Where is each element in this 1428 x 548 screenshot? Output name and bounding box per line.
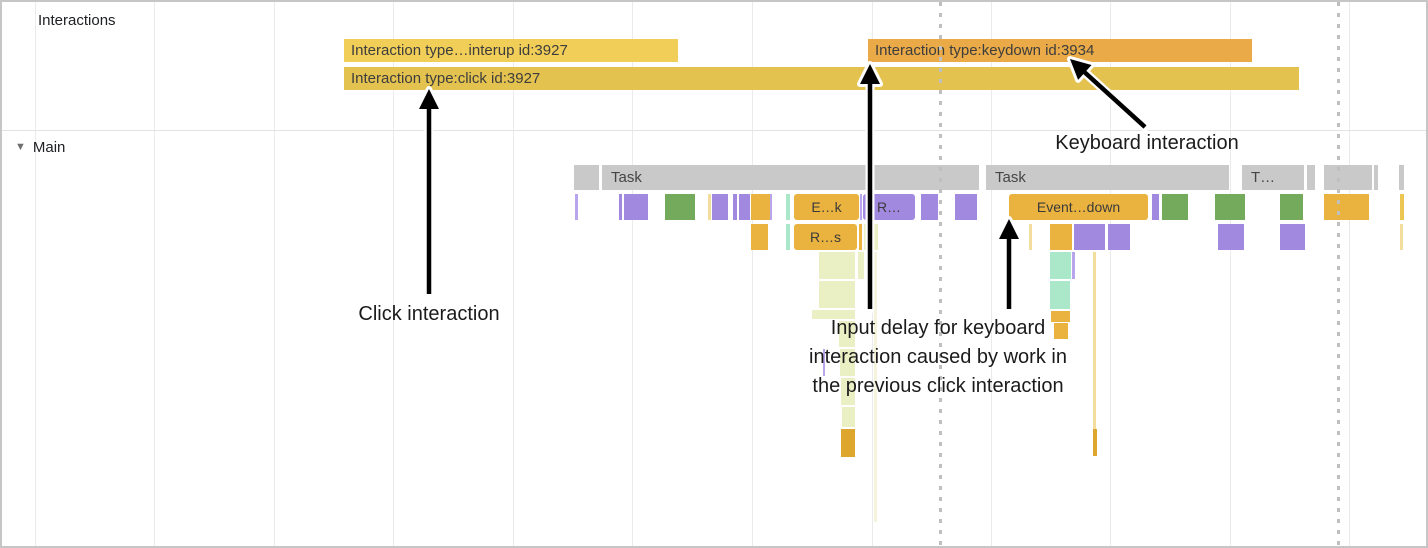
interaction-bar-pointerup-label: Interaction type…interup id:3927 (351, 42, 568, 59)
flame-bar[interactable] (858, 252, 864, 279)
grid-line (752, 2, 753, 546)
grid-line (35, 2, 36, 546)
flame-bar[interactable] (1400, 194, 1404, 220)
task-bar-task[interactable]: Task (986, 165, 1229, 190)
flame-bar-label: R… (876, 199, 902, 215)
annotation-input-delay: Input delay for keyboard interaction cau… (809, 317, 1067, 397)
flame-bar[interactable] (1324, 194, 1369, 220)
flame-bar-event-down[interactable]: Event…down (1009, 194, 1148, 220)
task-bar-task[interactable]: Task (602, 165, 979, 190)
flame-bar[interactable] (1050, 224, 1072, 250)
flame-bar[interactable] (842, 407, 855, 427)
flame-bar[interactable] (921, 194, 938, 220)
flame-bar[interactable] (955, 194, 977, 220)
flame-bar[interactable] (786, 224, 790, 250)
grid-line (1110, 2, 1111, 546)
flame-bar[interactable] (1400, 224, 1403, 250)
grid-line (393, 2, 394, 546)
flame-bar[interactable] (770, 194, 772, 220)
flame-bar[interactable] (665, 194, 695, 220)
flame-bar[interactable] (873, 224, 878, 250)
flame-bar[interactable] (1280, 194, 1303, 220)
task-bar[interactable] (1374, 165, 1378, 190)
track-divider (2, 130, 1426, 131)
flame-bar[interactable] (819, 252, 855, 279)
flame-bar[interactable] (1054, 323, 1068, 339)
flame-bar[interactable] (1152, 194, 1159, 220)
flame-bar[interactable] (1280, 224, 1305, 250)
flame-bar[interactable] (751, 194, 770, 220)
flame-bar-r-s[interactable]: R…s (794, 224, 857, 250)
task-bar-label: Task (611, 169, 642, 186)
flame-bar[interactable] (1050, 252, 1071, 279)
flame-bar[interactable] (712, 194, 728, 220)
interaction-bar-keydown[interactable]: Interaction type:keydown id:3934 (868, 39, 1252, 62)
grid-line (274, 2, 275, 546)
flame-bar[interactable] (840, 349, 855, 376)
marker-dotted-line (1337, 2, 1340, 546)
flame-bar[interactable] (841, 429, 855, 457)
flame-bar[interactable] (819, 281, 855, 308)
flame-bar[interactable] (841, 378, 855, 405)
flame-bar[interactable] (624, 194, 648, 220)
flame-bar[interactable] (1074, 224, 1105, 250)
flame-bar[interactable] (860, 194, 862, 220)
grid-line (1230, 2, 1231, 546)
grid-line (1349, 2, 1350, 546)
flame-bar[interactable] (1029, 224, 1032, 250)
flame-bar[interactable] (1051, 311, 1070, 322)
flame-bar[interactable] (1093, 429, 1097, 456)
interaction-bar-click[interactable]: Interaction type:click id:3927 (344, 67, 1299, 90)
flame-bar[interactable] (708, 194, 711, 220)
task-bar[interactable] (574, 165, 599, 190)
flame-bar-e-k[interactable]: E…k (794, 194, 859, 220)
flame-bar[interactable] (874, 252, 877, 522)
flame-bar[interactable] (1050, 281, 1070, 309)
main-track-label: Main (32, 139, 66, 156)
grid-line (991, 2, 992, 546)
flame-bar-label: R…s (809, 229, 842, 245)
flame-bar[interactable] (739, 194, 750, 220)
flame-bar[interactable] (864, 224, 866, 250)
task-bar[interactable] (1307, 165, 1315, 190)
flame-bar[interactable] (1093, 252, 1096, 429)
flame-bar[interactable] (733, 194, 737, 220)
flame-bar[interactable] (786, 194, 790, 220)
interaction-bar-keydown-label: Interaction type:keydown id:3934 (875, 42, 1095, 59)
task-bar[interactable] (1399, 165, 1404, 190)
task-bar[interactable] (1324, 165, 1372, 190)
interaction-bar-pointerup[interactable]: Interaction type…interup id:3927 (344, 39, 678, 62)
grid-line (154, 2, 155, 546)
interaction-bar-click-label: Interaction type:click id:3927 (351, 70, 541, 87)
flame-bar-r[interactable]: R… (863, 194, 915, 220)
grid-line (632, 2, 633, 546)
flame-bar[interactable] (1218, 224, 1244, 250)
flame-bar[interactable] (859, 224, 862, 250)
task-bar-t[interactable]: T… (1242, 165, 1304, 190)
flame-bar-label: Event…down (1036, 199, 1121, 215)
flame-bar[interactable] (575, 194, 578, 220)
interactions-track-label: Interactions (38, 12, 116, 29)
flame-bar[interactable] (1072, 252, 1075, 279)
annotation-click-interaction: Click interaction (358, 303, 500, 325)
main-track-header[interactable]: ▼ Main (15, 139, 65, 156)
flame-bar[interactable] (619, 194, 622, 220)
flame-bar[interactable] (823, 349, 825, 376)
grid-line (513, 2, 514, 546)
flame-bar[interactable] (751, 224, 768, 250)
flame-bar-label: E…k (811, 199, 842, 215)
task-bar-label: Task (995, 169, 1026, 186)
flame-bar[interactable] (1162, 194, 1188, 220)
flame-bar[interactable] (839, 321, 855, 347)
collapse-triangle-icon[interactable]: ▼ (15, 141, 26, 153)
flame-bar[interactable] (1215, 194, 1245, 220)
flame-bar[interactable] (812, 310, 855, 319)
annotation-keyboard-interaction: Keyboard interaction (1055, 132, 1239, 154)
flame-bar[interactable] (1108, 224, 1130, 250)
task-bar-label: T… (1251, 169, 1276, 186)
marker-dotted-line (939, 2, 942, 546)
